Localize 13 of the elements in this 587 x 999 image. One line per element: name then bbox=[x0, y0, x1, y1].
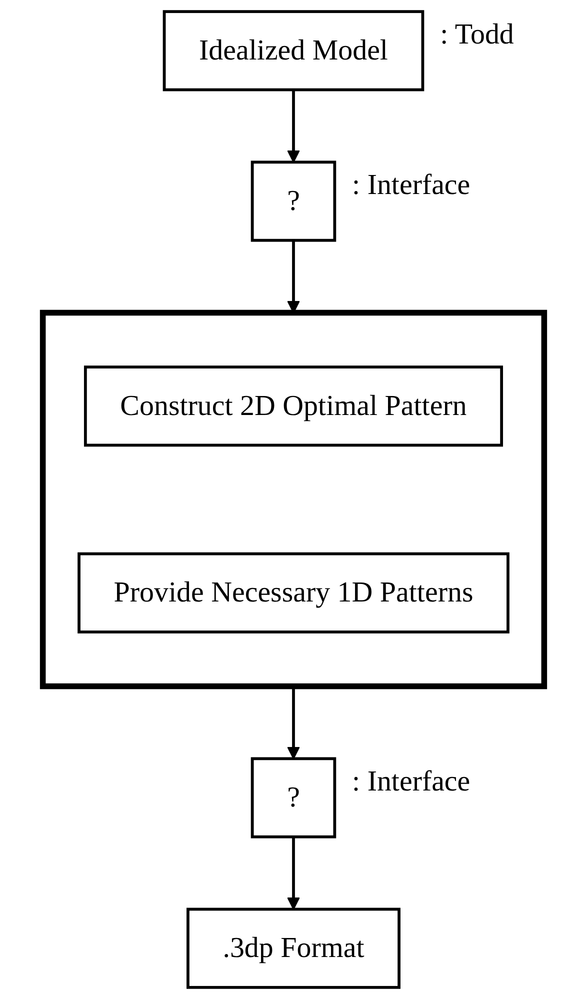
arrow bbox=[287, 90, 300, 163]
node-box: ? bbox=[250, 160, 336, 242]
cluster bbox=[40, 310, 548, 690]
node-note: : Interface bbox=[352, 169, 470, 201]
node-note: : Todd bbox=[440, 18, 514, 50]
node-box: ? bbox=[250, 757, 336, 838]
arrow bbox=[287, 836, 300, 910]
arrow bbox=[287, 686, 300, 760]
node-box: Construct 2D Optimal Pattern bbox=[84, 366, 504, 447]
node-box: Provide Necessary 1D Patterns bbox=[78, 552, 510, 634]
node-box: .3dp Format bbox=[186, 908, 400, 989]
node-note: : Interface bbox=[352, 766, 470, 798]
node-box: Idealized Model bbox=[162, 10, 424, 92]
